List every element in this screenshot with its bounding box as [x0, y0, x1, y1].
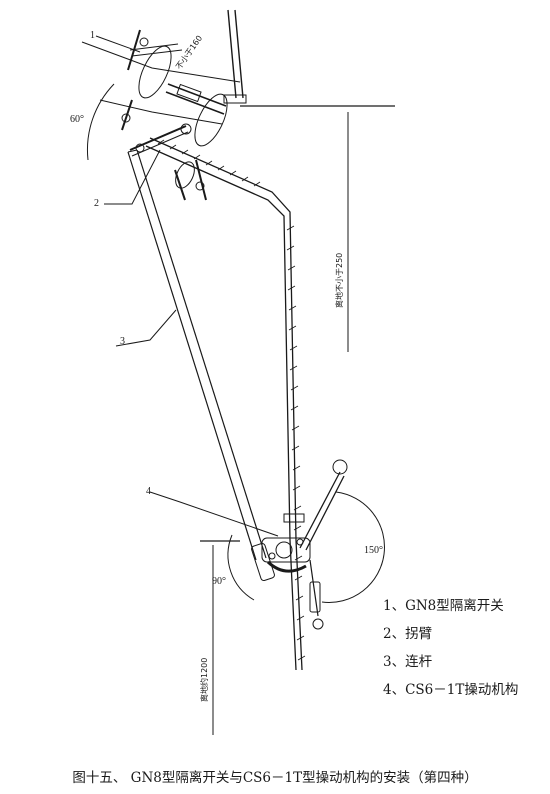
spacing-label: 不小于160 [174, 34, 204, 71]
angle-label-90: 90° [212, 576, 226, 587]
callout-2: 2 [94, 198, 99, 209]
figure-caption: 图十五、 GN8型隔离开关与CS6－1T型操动机构的安装（第四种） [72, 770, 478, 786]
legend: 1、GN8型隔离开关 2、拐臂 3、连杆 4、CS6－1T操动机构 [383, 592, 548, 704]
angle-label-60: 60° [70, 114, 84, 125]
crank-pivot [180, 123, 192, 135]
angle-arc-90 [227, 534, 255, 601]
legend-item-disconnect-switch: 1、GN8型隔离开关 [383, 598, 504, 614]
crank-link-pin [135, 143, 145, 153]
clearance-label-top: 离地不小于250 [334, 253, 344, 308]
clearance-label-bottom: 离地约1200 [199, 658, 209, 702]
angle-label-150: 150° [364, 545, 383, 556]
leader-2 [104, 149, 161, 205]
callout-1: 1 [90, 30, 95, 41]
callout-3: 3 [120, 336, 125, 347]
leader-4 [149, 491, 279, 537]
leader-3 [115, 309, 177, 347]
callout-4: 4 [146, 486, 151, 497]
disconnect-switch [81, 9, 247, 201]
crank-arm [129, 123, 192, 157]
legend-item-operating-mechanism: 4、CS6－1T操动机构 [383, 682, 519, 698]
angle-arc-150 [321, 491, 385, 603]
operating-shaft [145, 137, 306, 671]
handle-knob [332, 459, 348, 475]
legend-item-crank-arm: 2、拐臂 [383, 626, 433, 642]
connecting-rod [127, 149, 267, 561]
legend-item-connecting-rod: 3、连杆 [383, 654, 433, 670]
operating-mechanism [251, 459, 348, 630]
angle-arc-60 [86, 83, 115, 161]
leader-1 [95, 35, 141, 53]
